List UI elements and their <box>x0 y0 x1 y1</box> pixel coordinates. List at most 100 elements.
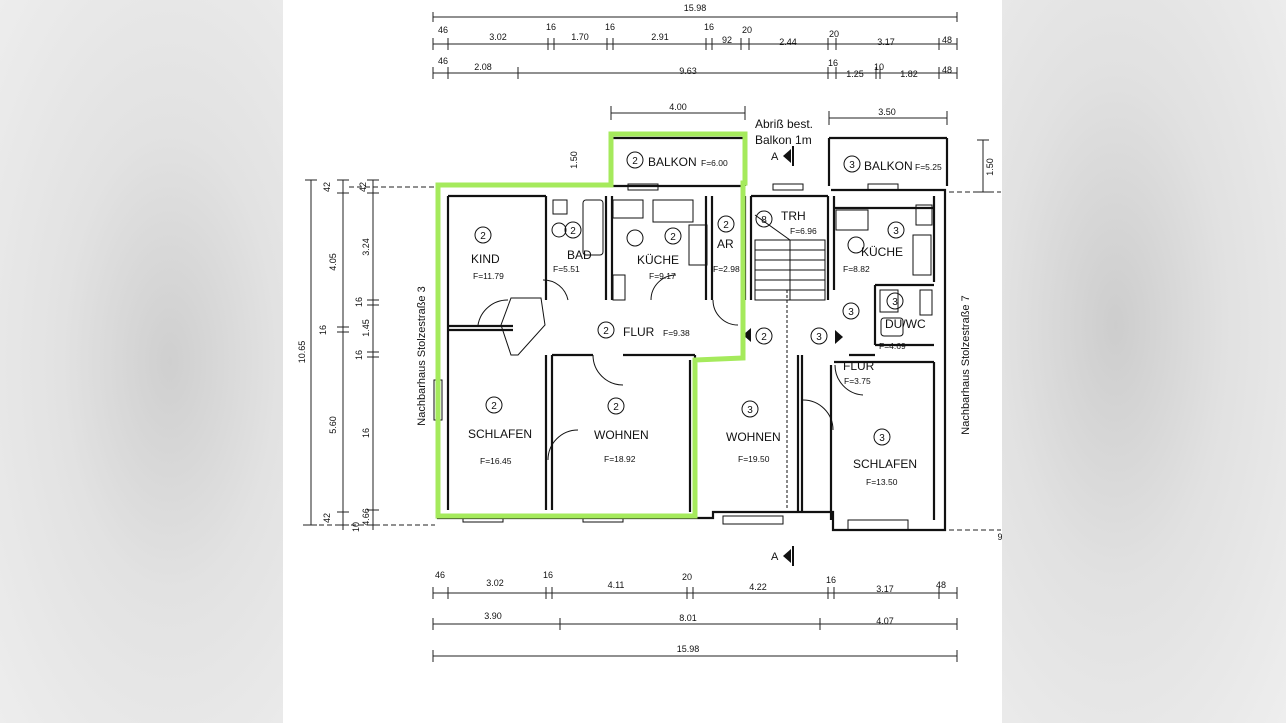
svg-text:SCHLAFEN: SCHLAFEN <box>468 427 532 441</box>
svg-text:WOHNEN: WOHNEN <box>726 430 781 444</box>
svg-text:F=6.00: F=6.00 <box>701 158 728 168</box>
entry-arrows <box>743 328 843 344</box>
svg-text:2: 2 <box>491 401 497 412</box>
room-schlafen-2: 2 SCHLAFEN F=16.45 <box>468 396 532 466</box>
dim-left-inner-5: 16 <box>361 428 371 438</box>
dim-bottom-overall: 15.98 <box>677 644 700 654</box>
section-marker-top: A <box>771 146 794 166</box>
dim-bottom-6: 4.22 <box>749 582 767 592</box>
dim-bottom-9: 48 <box>936 580 946 590</box>
neighbor-right-label: Nachbarhaus Stolzestraße 7 <box>960 295 972 434</box>
dim-top-1: 46 <box>438 25 448 35</box>
svg-text:2: 2 <box>761 332 767 343</box>
dim-bottom-1: 46 <box>435 570 445 580</box>
svg-text:BALKON: BALKON <box>864 159 913 173</box>
dim-bottom-4: 4.11 <box>608 580 625 590</box>
dim-top-2: 3.02 <box>489 32 507 42</box>
dim-balcony-right-width: 3.50 <box>878 107 896 117</box>
dim-top-7: 16 <box>704 22 714 32</box>
svg-text:F=11.79: F=11.79 <box>473 271 504 281</box>
dim-left-outer-7: 10 <box>351 522 361 532</box>
dim-left-outer-5: 5.60 <box>328 416 338 434</box>
right-dimension-lines <box>949 139 1001 531</box>
dim-balcony-depth: 1.50 <box>569 151 579 169</box>
note-line-1: Abriß best. <box>755 117 813 131</box>
svg-text:AR: AR <box>717 237 734 251</box>
dim-top-row2-6: 10 <box>874 62 884 72</box>
dim-left-inner-1: 42 <box>358 182 368 192</box>
svg-text:3: 3 <box>848 307 854 318</box>
dim-bottom-7: 16 <box>826 575 836 585</box>
svg-text:BAD: BAD <box>567 248 592 262</box>
svg-text:DU/WC: DU/WC <box>885 317 926 331</box>
section-marker-bottom: A <box>771 546 794 566</box>
svg-text:A: A <box>771 551 779 563</box>
room-kueche-3: 3 KÜCHE F=8.82 <box>843 221 905 274</box>
dim-top-row2-2: 2.08 <box>474 62 492 72</box>
room-kueche-2: 2 KÜCHE F=9.17 <box>637 227 682 281</box>
svg-text:KÜCHE: KÜCHE <box>637 253 679 267</box>
dim-top-9: 20 <box>742 25 752 35</box>
fixtures <box>551 199 933 337</box>
room-wohnen-2: 2 WOHNEN F=18.92 <box>594 397 649 464</box>
dim-balcony-left-width: 4.00 <box>669 102 687 112</box>
dim-top-row2-5: 1.25 <box>846 69 864 79</box>
room-bad: 2 BAD F=5.51 <box>553 221 592 274</box>
dim-top-5: 16 <box>605 22 615 32</box>
dim-top-13: 48 <box>942 35 952 45</box>
svg-text:F=9.38: F=9.38 <box>663 328 690 338</box>
svg-text:8: 8 <box>761 215 767 226</box>
dim-left-outer-6: 42 <box>322 513 332 523</box>
dim-overall-top: 15.98 <box>684 3 707 13</box>
svg-text:3: 3 <box>892 297 898 308</box>
svg-text:F=5.25: F=5.25 <box>915 162 942 172</box>
room-duwc: 3 DU/WC F=4.69 <box>879 292 926 351</box>
dim-top-row2-7: 1.82 <box>900 69 918 79</box>
svg-text:SCHLAFEN: SCHLAFEN <box>853 457 917 471</box>
svg-text:3: 3 <box>747 405 753 416</box>
room-flur-2: 2 FLUR F=9.38 <box>597 321 690 339</box>
dim-top-10: 2.44 <box>779 37 797 47</box>
dim-left-outer-3: 16 <box>354 297 364 307</box>
dim-top-11: 20 <box>829 29 839 39</box>
door-swings <box>477 274 864 461</box>
svg-text:2: 2 <box>480 231 486 242</box>
svg-text:2: 2 <box>603 326 609 337</box>
svg-text:F=8.82: F=8.82 <box>843 264 870 274</box>
note-line-2: Balkon 1m <box>755 133 812 147</box>
dim-left-inner-2: 3.24 <box>361 238 371 256</box>
svg-text:KÜCHE: KÜCHE <box>861 245 903 259</box>
dim-top-4: 1.70 <box>571 32 589 42</box>
dim-top-row2-1: 46 <box>438 56 448 66</box>
dim-right-small: 9 <box>997 532 1002 542</box>
blurred-background-left <box>0 0 283 723</box>
dim-left-outer-4: 16 <box>318 325 328 335</box>
svg-text:F=19.50: F=19.50 <box>738 454 770 464</box>
dim-left-outer-1: 42 <box>322 182 332 192</box>
door-marker-1: 2 <box>755 327 773 345</box>
staircase <box>754 214 826 301</box>
dim-bottom-8: 3.17 <box>876 584 894 594</box>
dim-top-8: 92 <box>722 35 732 45</box>
dim-bottom-2: 3.02 <box>486 578 504 588</box>
dim-right-balcony: 1.50 <box>985 158 995 176</box>
door-marker-2: 3 <box>810 327 828 345</box>
dim-bottom-row2-2: 8.01 <box>679 613 697 623</box>
svg-text:TRH: TRH <box>781 209 806 223</box>
svg-text:2: 2 <box>670 232 676 243</box>
svg-text:F=5.51: F=5.51 <box>553 264 580 274</box>
svg-text:BALKON: BALKON <box>648 155 697 169</box>
floor-plan-drawing: 15.98 46 3.02 16 1.70 16 2.91 16 92 20 2… <box>297 3 1002 662</box>
dim-bottom-row2-3: 4.07 <box>876 616 894 626</box>
highlighted-apartment-outline <box>435 131 748 519</box>
room-kind: 2 KIND F=11.79 <box>471 226 504 281</box>
svg-text:F=6.96: F=6.96 <box>790 226 817 236</box>
room-wohnen-3: 3 WOHNEN F=19.50 <box>726 400 781 464</box>
dim-left-inner-3: 16 <box>354 350 364 360</box>
svg-text:2: 2 <box>632 156 638 167</box>
dim-top-3: 16 <box>546 22 556 32</box>
svg-text:F=16.45: F=16.45 <box>480 456 512 466</box>
svg-text:F=18.92: F=18.92 <box>604 454 636 464</box>
dim-left-inner-4: 1.45 <box>361 319 371 337</box>
dim-left-inner-6: 4.66 <box>361 508 371 526</box>
